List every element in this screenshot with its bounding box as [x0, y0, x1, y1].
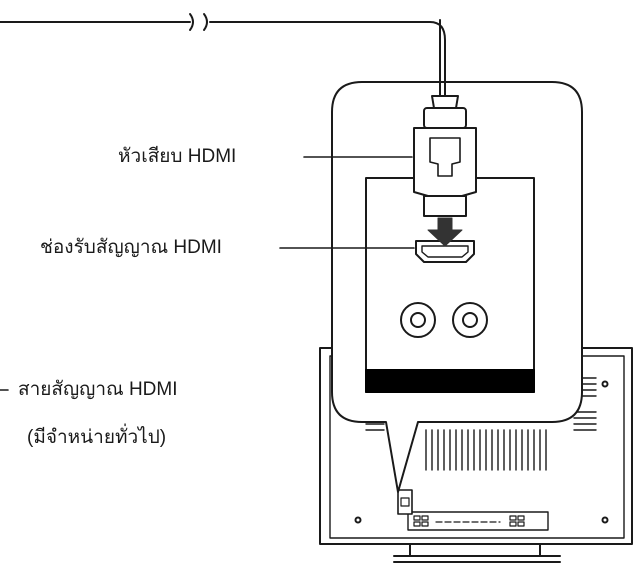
- panel-black-bar: [365, 369, 535, 393]
- label-hdmi-port: ช่องรับสัญญาณ HDMI: [40, 237, 222, 258]
- arrow-down-icon: [427, 217, 463, 247]
- screw-icon: [354, 516, 362, 524]
- screw-icon: [601, 380, 609, 388]
- hdmi-cable: [0, 21, 446, 97]
- hdmi-plug-icon: [413, 95, 477, 217]
- tv-port-strip: [407, 511, 549, 531]
- label-hdmi-plug: หัวเสียบ HDMI: [118, 146, 237, 167]
- rca-jacks: [400, 302, 488, 338]
- tv-rear: [319, 347, 633, 563]
- tv-vent-grille: [425, 429, 547, 471]
- screw-icon: [601, 516, 609, 524]
- hdmi-port-icon: [415, 240, 475, 263]
- tv-stand: [393, 543, 561, 563]
- label-hdmi-cable: สายสัญญาณ HDMI: [18, 379, 178, 400]
- label-cable-availability: (มีจำหน่ายทั่วไป): [27, 427, 167, 448]
- cable-break-icon: [189, 13, 208, 31]
- tv-hdmi-connector: [397, 489, 413, 515]
